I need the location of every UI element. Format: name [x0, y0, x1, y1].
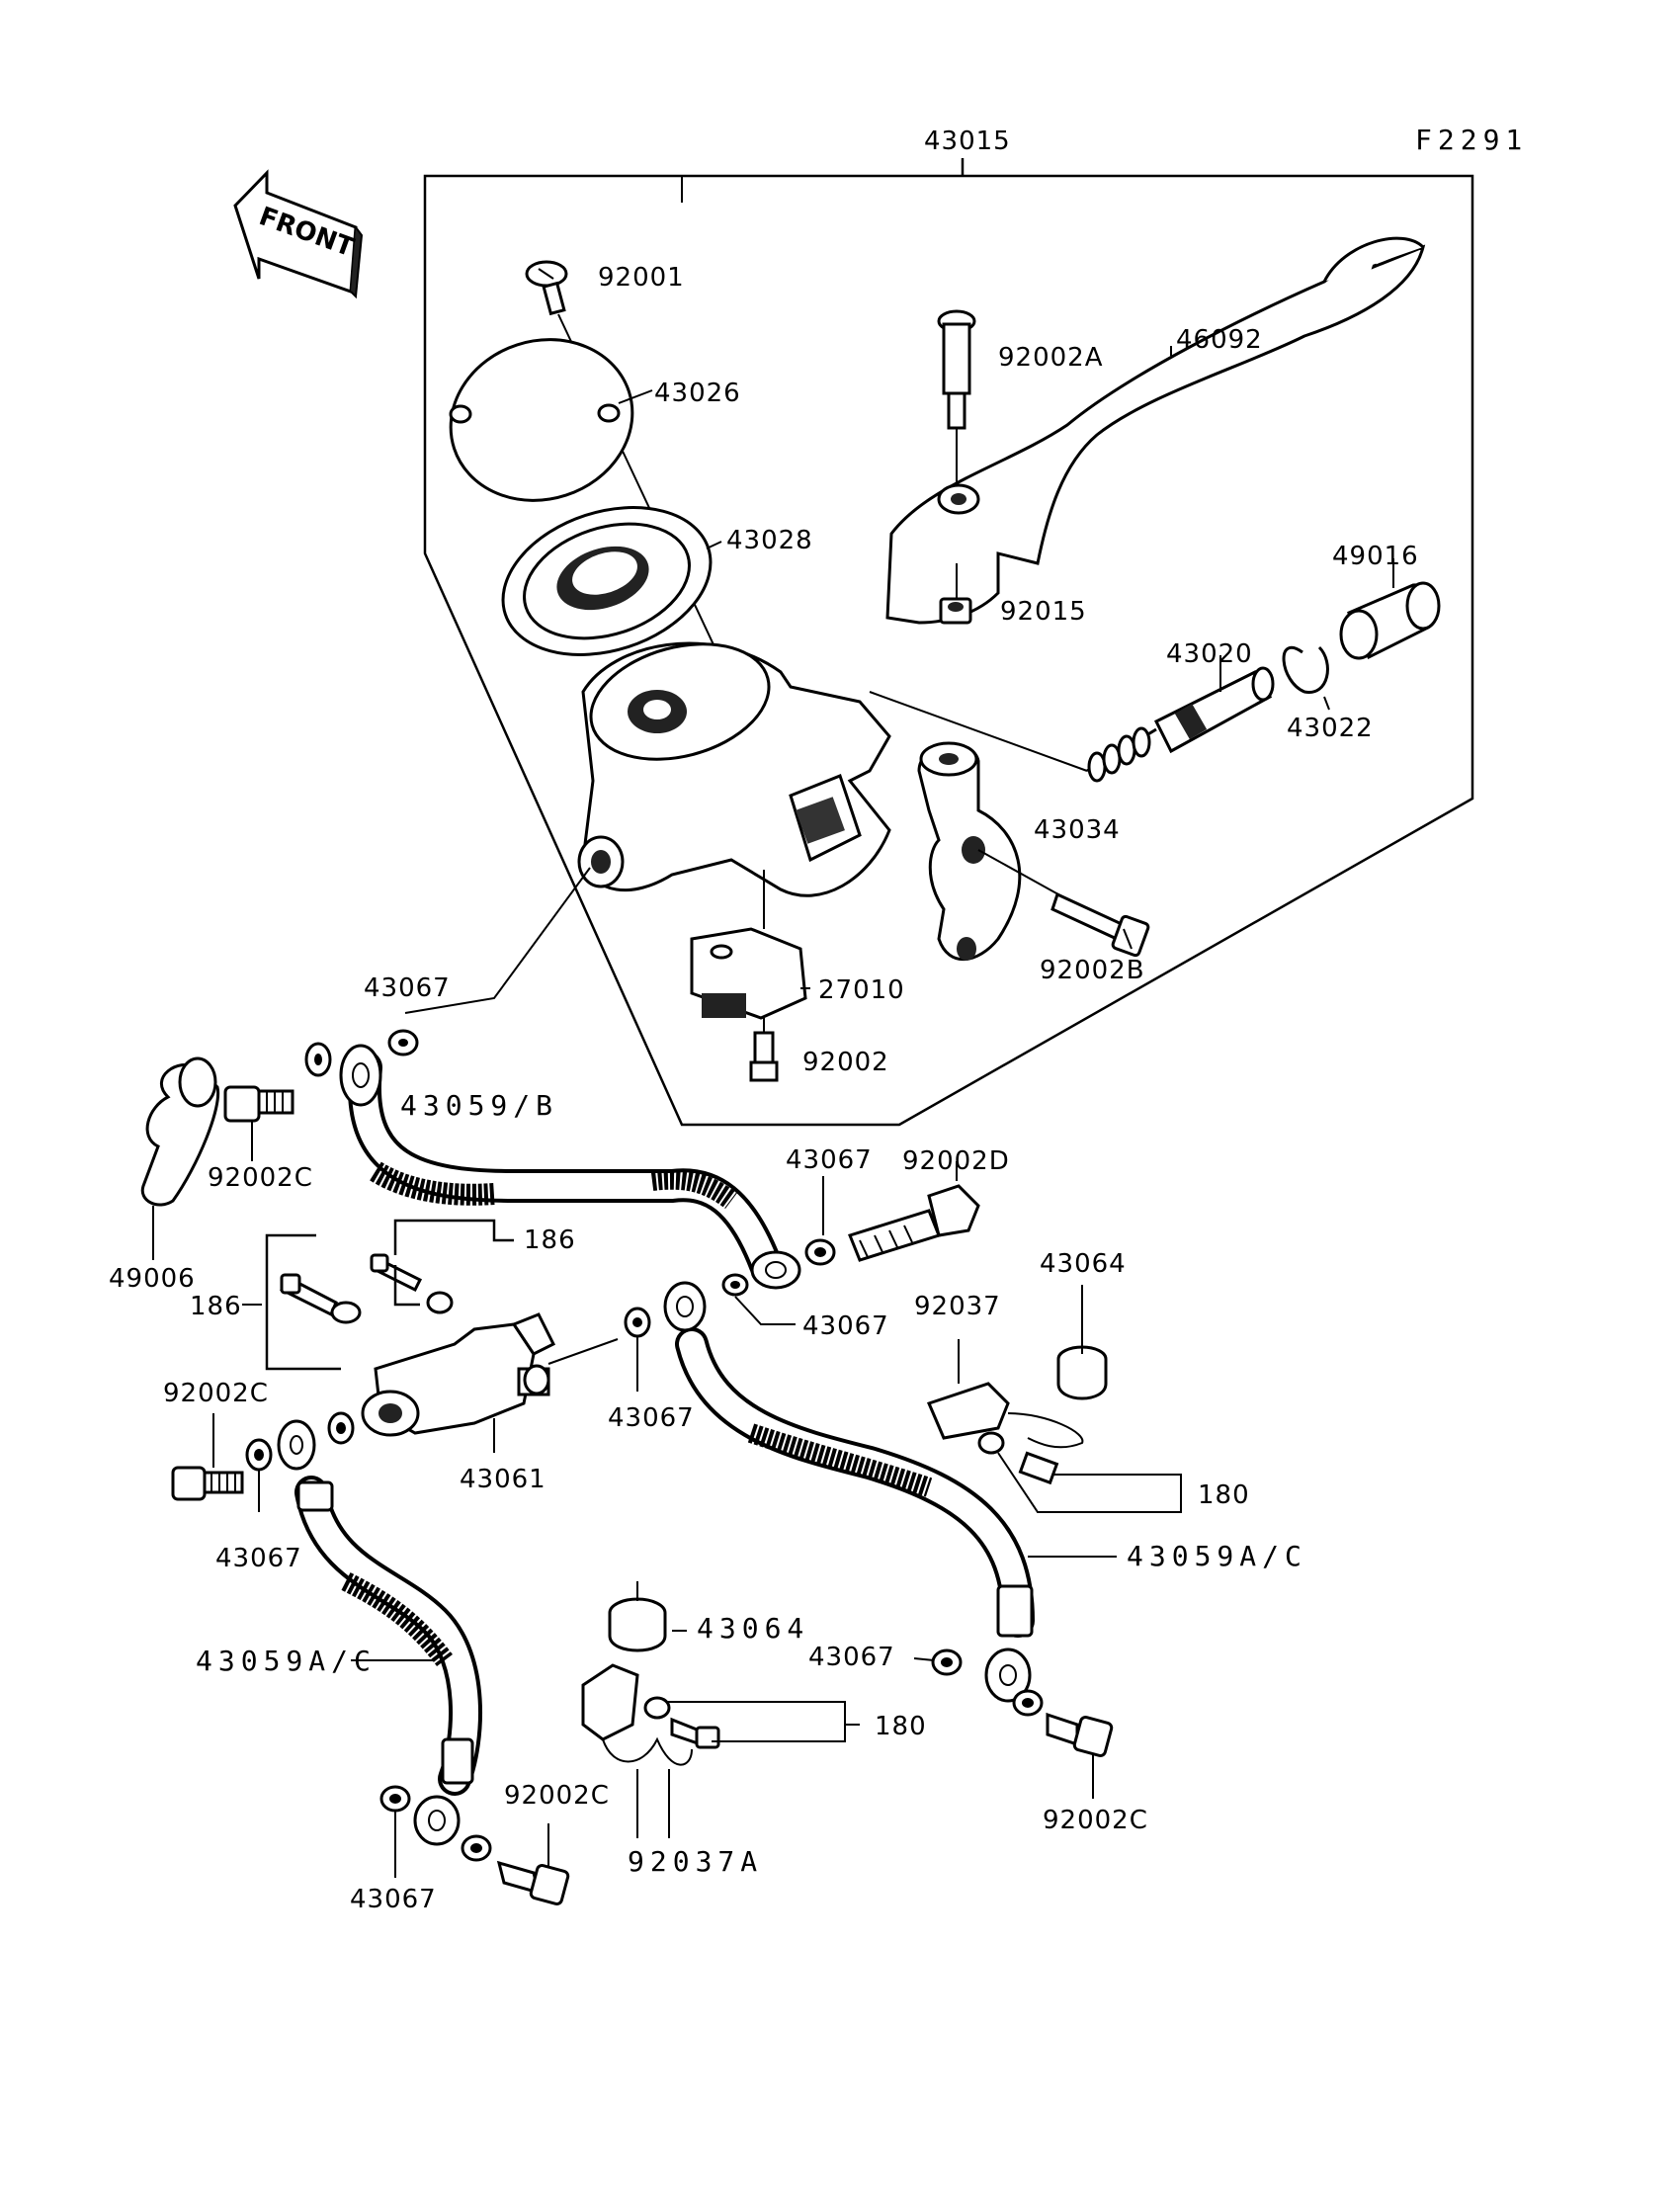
label-43067-f: 43067 — [808, 1643, 895, 1672]
label-92001: 92001 — [598, 263, 685, 293]
label-92002A: 92002A — [998, 343, 1104, 373]
washers-near-junction-icon — [245, 1307, 651, 1512]
assembly-outline-43015 — [423, 158, 1474, 1127]
grommet-43064-upper-icon — [1056, 1285, 1108, 1400]
label-49016: 49016 — [1332, 542, 1419, 571]
clamp-43034-icon — [917, 741, 1022, 962]
clamp-92037-icon — [926, 1339, 1182, 1513]
label-43067-e: 43067 — [215, 1544, 302, 1573]
label-43028: 43028 — [726, 526, 813, 555]
label-92002D: 92002D — [902, 1146, 1010, 1176]
bracket-186-b-icon — [370, 1219, 514, 1314]
label-43059B: 43059/B — [400, 1089, 558, 1122]
bolt-92002D-icon — [804, 1161, 980, 1266]
label-92002B: 92002B — [1040, 956, 1145, 985]
grommet-43064-lower-icon — [608, 1581, 687, 1652]
label-43022: 43022 — [1287, 714, 1374, 743]
label-180-a: 180 — [1198, 1480, 1250, 1510]
hose-43059AC-right-icon — [663, 1281, 1117, 1703]
label-43067-a: 43067 — [364, 973, 451, 1003]
junction-43061-icon — [361, 1312, 619, 1453]
banjo-bolt-92002C-left-icon — [171, 1413, 244, 1501]
label-92002C-d: 92002C — [1043, 1806, 1148, 1835]
reservoir-cap-43026-icon — [449, 338, 653, 502]
label-186-a: 186 — [524, 1225, 576, 1255]
label-92037: 92037 — [914, 1292, 1001, 1321]
clamp-92037A-icon — [581, 1663, 860, 1838]
label-43059AC-b: 43059A/C — [196, 1645, 377, 1677]
hose-43059B-icon — [339, 1044, 801, 1290]
label-92015: 92015 — [1000, 597, 1087, 627]
diaphragm-43028-icon — [501, 506, 722, 656]
pivot-bolt-92002A-icon — [937, 309, 976, 484]
hose-43059AC-left-icon — [277, 1419, 483, 1846]
label-27010: 27010 — [818, 975, 905, 1005]
label-92037A: 92037A — [628, 1845, 763, 1878]
label-43026: 43026 — [654, 379, 741, 408]
piston-43020-icon — [869, 655, 1275, 783]
label-92002: 92002 — [802, 1048, 889, 1077]
lower-right-fittings-icon — [913, 1648, 1114, 1799]
label-49006: 49006 — [109, 1264, 196, 1294]
label-43015: 43015 — [924, 127, 1011, 156]
label-43061: 43061 — [460, 1465, 546, 1494]
diagram-code: F2291 — [1415, 124, 1528, 156]
label-43064-b: 43064 — [697, 1612, 809, 1645]
label-46092: 46092 — [1176, 325, 1263, 355]
label-43067-d: 43067 — [608, 1403, 695, 1433]
label-43067-c: 43067 — [802, 1311, 889, 1341]
label-43067-b: 43067 — [786, 1145, 873, 1175]
label-43034: 43034 — [1034, 815, 1121, 845]
label-43020: 43020 — [1166, 639, 1253, 669]
boot-49016-icon — [1339, 558, 1441, 660]
nut-92015-icon — [939, 563, 972, 625]
washer-43067-icon — [304, 1029, 419, 1077]
circlip-43022-icon — [1282, 645, 1330, 711]
lever-46092-icon — [885, 236, 1426, 625]
banjo-bolt-92002C-icon — [223, 1085, 294, 1161]
front-arrow-icon: FRONT — [233, 169, 364, 299]
label-92002C-a: 92002C — [208, 1163, 313, 1193]
washer-43067-lower-icon — [721, 1273, 796, 1325]
label-43067-g: 43067 — [350, 1885, 437, 1914]
bolt-92002B-icon — [977, 849, 1150, 958]
label-43064-a: 43064 — [1040, 1249, 1127, 1279]
label-92002C-c: 92002C — [504, 1781, 610, 1811]
label-43059AC-a: 43059A/C — [1127, 1540, 1307, 1572]
screw-92001-icon — [525, 260, 727, 673]
switch-27010-icon — [690, 927, 810, 1020]
lower-left-fittings-icon — [379, 1785, 570, 1905]
label-180-b: 180 — [875, 1712, 927, 1741]
bracket-186-a-icon — [242, 1233, 362, 1371]
leader-lines — [404, 176, 683, 1014]
screw-92002-icon — [749, 1018, 779, 1082]
label-186-b: 186 — [190, 1292, 242, 1321]
master-cylinder-body-icon — [577, 641, 891, 929]
label-92002C-b: 92002C — [163, 1379, 269, 1408]
bleeder-cap-49006-icon — [140, 1056, 220, 1260]
